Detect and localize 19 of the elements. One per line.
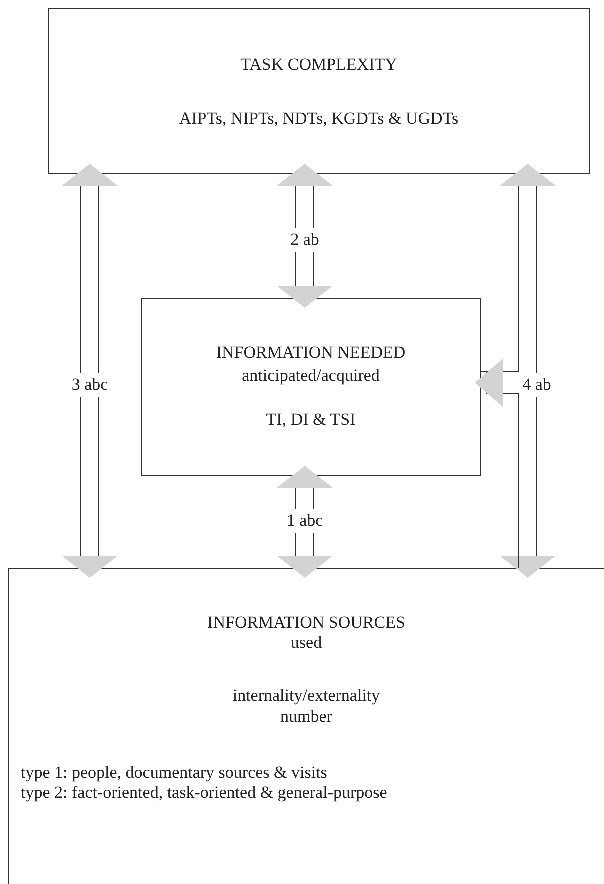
box-text: type 1: people, documentary sources & visits (20, 763, 328, 783)
box-text: INFORMATION SOURCES (206, 613, 406, 633)
box-text: AIPTs, NIPTs, NDTs, KGDTs & UGDTs (178, 109, 460, 129)
box-text: TI, DI & TSI (265, 410, 357, 430)
double-arrow (277, 164, 333, 308)
double-arrow (475, 359, 520, 568)
text-box (141, 298, 481, 476)
box-text: INFORMATION NEEDED (215, 343, 407, 363)
double-arrow (500, 164, 556, 578)
box-text: used (290, 633, 324, 653)
box-text: anticipated/acquired (241, 366, 381, 386)
double-arrow (277, 466, 333, 578)
text-box (8, 568, 604, 884)
box-text: internality/externality (232, 686, 382, 706)
box-text: number (280, 707, 334, 727)
box-text: type 2: fact-oriented, task-oriented & general-purpose (20, 783, 388, 803)
double-arrow (62, 164, 118, 578)
box-text: TASK COMPLEXITY (240, 55, 398, 75)
text-box (48, 8, 590, 174)
